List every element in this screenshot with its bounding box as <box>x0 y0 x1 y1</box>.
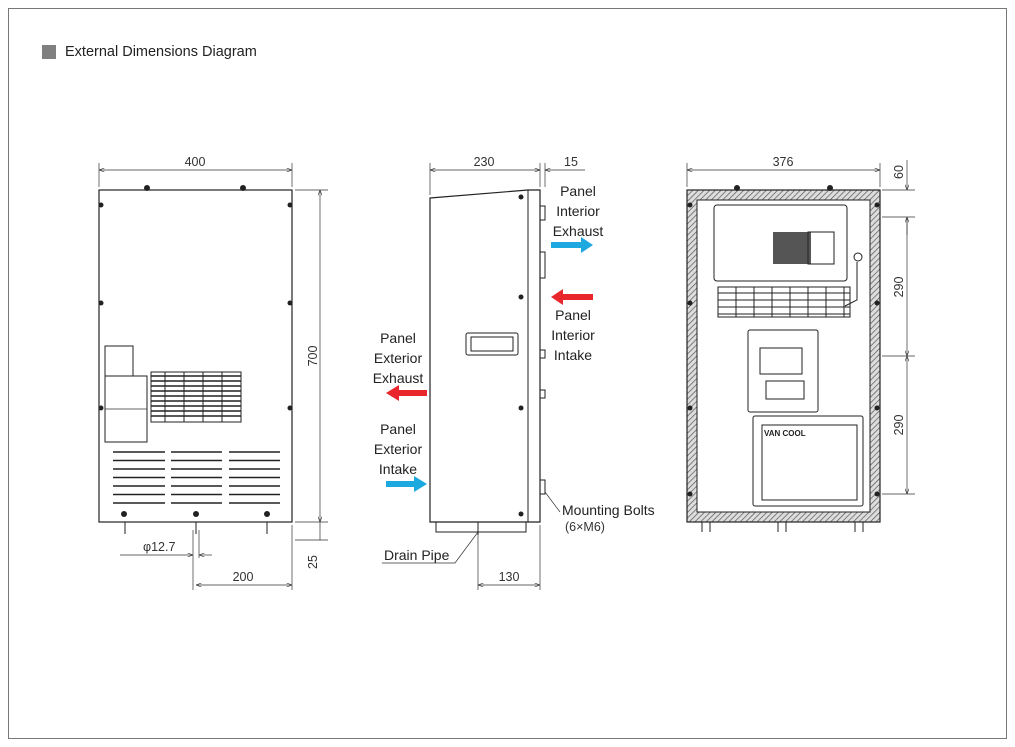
svg-text:Panel: Panel <box>380 330 416 346</box>
mounting-bolts-label: Mounting Bolts <box>562 502 655 518</box>
side-view: 230 15 130 Panel Interior Exhaust Panel … <box>373 155 655 590</box>
rear-width-label: 376 <box>773 155 794 169</box>
rear-top-label: 60 <box>892 165 906 179</box>
drain-pipe-label: Drain Pipe <box>384 547 450 563</box>
svg-text:Exhaust: Exhaust <box>373 370 424 386</box>
rear-lower-spacing-label: 290 <box>892 415 906 436</box>
svg-text:Panel: Panel <box>555 307 591 323</box>
pipe-offset-label: 200 <box>233 570 254 584</box>
front-view: 400 700 25 φ12.7 200 <box>98 155 328 590</box>
svg-text:Exterior: Exterior <box>374 350 423 366</box>
svg-text:Interior: Interior <box>556 203 600 219</box>
front-width-label: 400 <box>185 155 206 169</box>
side-depth-label: 230 <box>474 155 495 169</box>
svg-text:Intake: Intake <box>554 347 592 363</box>
svg-text:Interior: Interior <box>551 327 595 343</box>
diagram-frame <box>8 8 1007 739</box>
exterior-intake-label: Panel Exterior Intake <box>374 421 423 477</box>
front-height-label: 700 <box>306 346 320 367</box>
exterior-exhaust-arrow-icon <box>386 385 427 401</box>
interior-exhaust-label: Panel Interior Exhaust <box>553 183 604 239</box>
svg-text:Intake: Intake <box>379 461 417 477</box>
rear-view: VAN COOL 376 60 290 290 <box>686 155 915 532</box>
foot-height-label: 25 <box>306 555 320 569</box>
pipe-diameter-label: φ12.7 <box>143 540 175 554</box>
interior-exhaust-arrow-icon <box>551 237 593 253</box>
protrusion-label: 15 <box>564 155 578 169</box>
svg-text:Panel: Panel <box>560 183 596 199</box>
exterior-intake-arrow-icon <box>386 476 427 492</box>
bullet-square-icon <box>42 45 56 59</box>
nameplate-label: VAN COOL <box>764 429 806 438</box>
section-header: External Dimensions Diagram <box>42 44 257 60</box>
svg-text:Exhaust: Exhaust <box>553 223 604 239</box>
svg-text:Panel: Panel <box>380 421 416 437</box>
exterior-exhaust-label: Panel Exterior Exhaust <box>373 330 424 386</box>
svg-text:Exterior: Exterior <box>374 441 423 457</box>
mounting-bolts-spec: (6×M6) <box>565 520 605 534</box>
rear-upper-spacing-label: 290 <box>892 277 906 298</box>
interior-intake-label: Panel Interior Intake <box>551 307 595 363</box>
side-pipe-offset-label: 130 <box>499 570 520 584</box>
interior-intake-arrow-icon <box>551 289 593 305</box>
section-title: External Dimensions Diagram <box>65 44 257 60</box>
